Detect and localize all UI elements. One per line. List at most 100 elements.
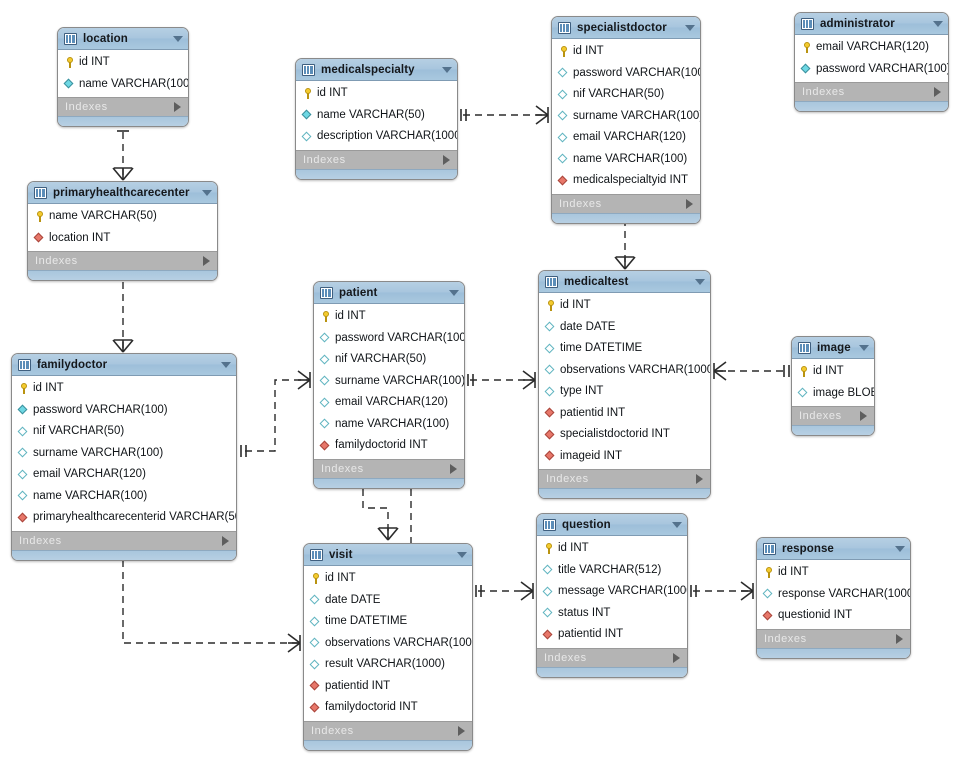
column-row[interactable]: type INT — [539, 381, 710, 403]
column-row[interactable]: id INT — [296, 83, 457, 105]
expand-chevron-right-icon[interactable] — [686, 198, 693, 209]
column-row[interactable]: name VARCHAR(100) — [314, 414, 464, 436]
indexes-section-medicaltest[interactable]: Indexes — [539, 469, 710, 488]
column-row[interactable]: questionid INT — [757, 605, 910, 627]
column-row[interactable]: time DATETIME — [539, 338, 710, 360]
table-header-response[interactable]: response — [757, 538, 910, 560]
column-row[interactable]: id INT — [58, 52, 188, 74]
column-row[interactable]: imageid INT — [539, 446, 710, 468]
column-row[interactable]: familydoctorid INT — [314, 435, 464, 457]
table-header-location[interactable]: location — [58, 28, 188, 50]
expand-chevron-right-icon[interactable] — [696, 474, 703, 484]
collapse-chevron-down-icon[interactable] — [449, 289, 459, 296]
collapse-chevron-down-icon[interactable] — [933, 20, 943, 27]
indexes-section-visit[interactable]: Indexes — [304, 720, 472, 740]
column-row[interactable]: location INT — [28, 228, 217, 250]
column-row[interactable]: description VARCHAR(1000) — [296, 126, 457, 148]
column-row[interactable]: specialistdoctorid INT — [539, 424, 710, 446]
column-row[interactable]: message VARCHAR(1000) — [537, 581, 687, 603]
collapse-chevron-down-icon[interactable] — [695, 278, 705, 285]
column-row[interactable]: name VARCHAR(50) — [28, 206, 217, 228]
column-row[interactable]: name VARCHAR(100) — [552, 149, 700, 171]
collapse-chevron-down-icon[interactable] — [202, 189, 212, 196]
table-header-question[interactable]: question — [537, 514, 687, 536]
table-header-medicaltest[interactable]: medicaltest — [539, 271, 710, 293]
column-row[interactable]: familydoctorid INT — [304, 697, 472, 719]
column-row[interactable]: email VARCHAR(120) — [795, 37, 948, 59]
indexes-section-question[interactable]: Indexes — [537, 647, 687, 667]
indexes-section-response[interactable]: Indexes — [757, 628, 910, 648]
expand-chevron-right-icon[interactable] — [673, 652, 680, 663]
column-row[interactable]: patientid INT — [539, 403, 710, 425]
column-row[interactable]: patientid INT — [537, 624, 687, 646]
column-row[interactable]: password VARCHAR(100) — [12, 400, 236, 422]
indexes-section-primaryhealthcarecenter[interactable]: Indexes — [28, 251, 217, 270]
expand-chevron-right-icon[interactable] — [443, 154, 450, 165]
column-row[interactable]: id INT — [314, 306, 464, 328]
column-row[interactable]: response VARCHAR(1000) — [757, 584, 910, 606]
column-row[interactable]: password VARCHAR(100) — [795, 59, 948, 81]
column-row[interactable]: surname VARCHAR(100) — [314, 371, 464, 393]
table-header-patient[interactable]: patient — [314, 282, 464, 304]
column-row[interactable]: id INT — [304, 568, 472, 590]
indexes-section-image[interactable]: Indexes — [792, 406, 874, 425]
table-header-familydoctor[interactable]: familydoctor — [12, 354, 236, 376]
column-row[interactable]: email VARCHAR(120) — [12, 464, 236, 486]
indexes-section-medicalspecialty[interactable]: Indexes — [296, 149, 457, 169]
column-row[interactable]: id INT — [537, 538, 687, 560]
indexes-section-patient[interactable]: Indexes — [314, 458, 464, 478]
column-row[interactable]: result VARCHAR(1000) — [304, 654, 472, 676]
expand-chevron-right-icon[interactable] — [203, 256, 210, 266]
column-row[interactable]: id INT — [552, 41, 700, 63]
collapse-chevron-down-icon[interactable] — [672, 521, 682, 528]
column-row[interactable]: date DATE — [304, 590, 472, 612]
indexes-section-administrator[interactable]: Indexes — [795, 82, 948, 101]
collapse-chevron-down-icon[interactable] — [457, 551, 467, 558]
column-row[interactable]: name VARCHAR(100) — [58, 74, 188, 96]
column-row[interactable]: time DATETIME — [304, 611, 472, 633]
table-header-primaryhealthcarecenter[interactable]: primaryhealthcarecenter — [28, 182, 217, 204]
expand-chevron-right-icon[interactable] — [174, 102, 181, 112]
column-row[interactable]: password VARCHAR(100) — [552, 63, 700, 85]
collapse-chevron-down-icon[interactable] — [221, 361, 231, 368]
collapse-chevron-down-icon[interactable] — [859, 344, 869, 351]
column-row[interactable]: surname VARCHAR(100) — [12, 443, 236, 465]
column-row[interactable]: email VARCHAR(120) — [552, 127, 700, 149]
table-header-visit[interactable]: visit — [304, 544, 472, 566]
column-row[interactable]: surname VARCHAR(100) — [552, 106, 700, 128]
column-row[interactable]: image BLOB — [792, 383, 874, 405]
collapse-chevron-down-icon[interactable] — [895, 545, 905, 552]
column-row[interactable]: medicalspecialtyid INT — [552, 170, 700, 192]
column-row[interactable]: email VARCHAR(120) — [314, 392, 464, 414]
collapse-chevron-down-icon[interactable] — [173, 35, 183, 42]
column-row[interactable]: nif VARCHAR(50) — [314, 349, 464, 371]
indexes-section-specialistdoctor[interactable]: Indexes — [552, 193, 700, 213]
column-row[interactable]: observations VARCHAR(1000) — [539, 360, 710, 382]
column-row[interactable]: title VARCHAR(512) — [537, 560, 687, 582]
column-row[interactable]: patientid INT — [304, 676, 472, 698]
column-row[interactable]: date DATE — [539, 317, 710, 339]
expand-chevron-right-icon[interactable] — [896, 633, 903, 644]
expand-chevron-right-icon[interactable] — [934, 87, 941, 97]
column-row[interactable]: password VARCHAR(100) — [314, 328, 464, 350]
indexes-section-location[interactable]: Indexes — [58, 97, 188, 116]
collapse-chevron-down-icon[interactable] — [685, 24, 695, 31]
indexes-section-familydoctor[interactable]: Indexes — [12, 530, 236, 550]
column-row[interactable]: id INT — [757, 562, 910, 584]
expand-chevron-right-icon[interactable] — [860, 411, 867, 421]
table-header-administrator[interactable]: administrator — [795, 13, 948, 35]
column-row[interactable]: nif VARCHAR(50) — [12, 421, 236, 443]
expand-chevron-right-icon[interactable] — [458, 725, 465, 736]
